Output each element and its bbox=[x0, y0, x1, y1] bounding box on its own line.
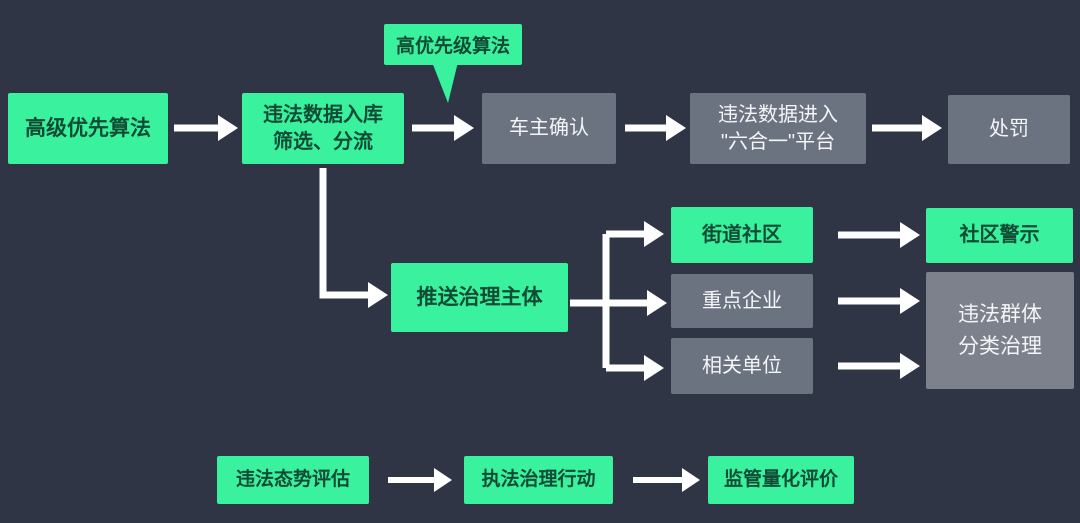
node-community-warning: 社区警示 bbox=[926, 208, 1073, 263]
arrow-units-to-group bbox=[838, 353, 920, 379]
node-six-in-one-platform: 违法数据进入 "六合一"平台 bbox=[690, 93, 866, 164]
node-push-governance-subjects: 推送治理主体 bbox=[391, 263, 568, 332]
node-related-units: 相关单位 bbox=[671, 338, 813, 394]
arrow-street-to-warning bbox=[838, 222, 920, 248]
arrow-enforcement-to-evaluation bbox=[633, 468, 700, 492]
arrow-intake-to-push bbox=[319, 168, 388, 308]
node-key-enterprises: 重点企业 bbox=[671, 274, 813, 328]
node-street-community: 街道社区 bbox=[671, 207, 813, 263]
arrow-enterprise-to-group bbox=[838, 288, 920, 314]
arrow-intake-to-owner bbox=[412, 115, 474, 141]
arrow-platform-to-punishment bbox=[872, 115, 942, 141]
node-owner-confirmation: 车主确认 bbox=[482, 93, 616, 164]
node-advanced-priority-algorithm: 高级优先算法 bbox=[8, 93, 168, 164]
node-violation-group-governance: 违法群体 分类治理 bbox=[926, 272, 1074, 389]
callout-high-priority-algorithm: 高优先级算法 bbox=[384, 24, 522, 65]
node-violation-data-intake: 违法数据入库 筛选、分流 bbox=[242, 93, 404, 164]
arrow-owner-to-platform bbox=[625, 115, 686, 141]
node-violation-trend-assessment: 违法态势评估 bbox=[217, 456, 369, 504]
callout-tail bbox=[432, 62, 458, 103]
arrow-assessment-to-enforcement bbox=[388, 468, 452, 492]
branch-push-to-targets bbox=[570, 221, 667, 381]
arrow-advanced-to-intake bbox=[174, 115, 238, 141]
node-supervision-evaluation: 监管量化评价 bbox=[708, 456, 854, 504]
node-enforcement-action: 执法治理行动 bbox=[464, 456, 613, 504]
node-punishment: 处罚 bbox=[948, 95, 1070, 164]
